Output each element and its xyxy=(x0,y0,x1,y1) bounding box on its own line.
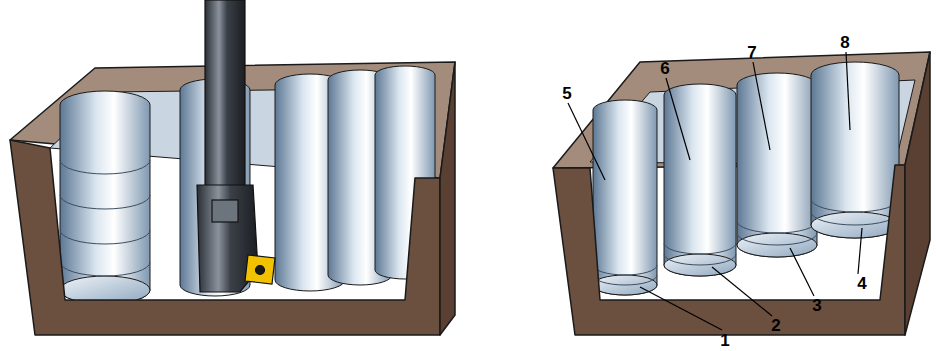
step-line xyxy=(593,265,657,285)
leader-line xyxy=(790,248,814,296)
leader-line xyxy=(568,103,605,180)
insert-screw xyxy=(256,266,265,275)
pocket-wall xyxy=(593,100,657,295)
pocket-wall xyxy=(60,91,150,304)
callout-number: 8 xyxy=(840,34,849,51)
cutting-insert xyxy=(245,255,275,284)
end-mill xyxy=(197,0,275,292)
leader-lines xyxy=(568,52,862,330)
tool-shank xyxy=(205,0,245,195)
callout-number: 5 xyxy=(562,85,571,102)
step-line xyxy=(737,221,817,245)
pocket-wall xyxy=(737,73,817,257)
tool-flat xyxy=(212,200,238,222)
callout-number: 1 xyxy=(720,332,729,349)
block-side xyxy=(440,62,455,335)
leader-line xyxy=(712,267,772,316)
block-side xyxy=(905,52,930,335)
pocket-wall xyxy=(664,84,736,276)
leader-line xyxy=(753,62,770,150)
leader-line xyxy=(640,287,722,330)
callout-number: 7 xyxy=(747,44,756,61)
callout-number: 4 xyxy=(857,275,866,292)
block-section xyxy=(553,165,905,335)
pocket-wall xyxy=(811,62,899,238)
right-block xyxy=(553,52,930,335)
step-line xyxy=(811,199,899,225)
leader-line xyxy=(666,78,690,160)
leader-line xyxy=(846,52,850,130)
pockets xyxy=(593,62,899,295)
pockets xyxy=(60,66,435,304)
callout-number: 2 xyxy=(771,317,780,334)
step-line xyxy=(664,243,736,265)
step-line xyxy=(60,160,150,276)
callout-number: 3 xyxy=(812,297,821,314)
leader-line xyxy=(858,228,862,274)
callout-number: 6 xyxy=(660,60,669,77)
